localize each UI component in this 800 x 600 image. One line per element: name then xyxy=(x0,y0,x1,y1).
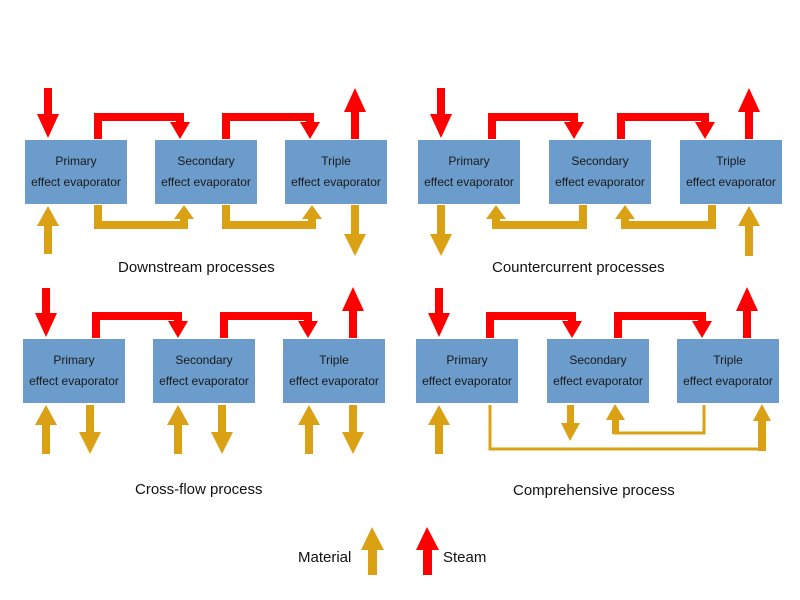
material-connector-arrow xyxy=(94,205,194,229)
material-up-arrow xyxy=(298,405,320,454)
box-line2: effect evaporator xyxy=(29,374,119,388)
box-line1: Triple xyxy=(319,353,349,367)
box-line2: effect evaporator xyxy=(422,374,512,388)
steam-up-arrow xyxy=(738,88,760,139)
box-line2: effect evaporator xyxy=(291,175,381,189)
steam-down-arrow xyxy=(37,88,59,138)
panel3-secondary-evaporator-box: Secondary effect evaporator xyxy=(153,339,255,403)
material-down-arrow xyxy=(561,405,580,441)
legend-material-label: Material xyxy=(298,549,352,566)
steam-connector-arrow xyxy=(617,113,715,139)
box-line1: Secondary xyxy=(175,353,233,367)
box-line2: effect evaporator xyxy=(424,175,514,189)
panel4-secondary-evaporator-box: Secondary effect evaporator xyxy=(547,339,649,403)
box-line1: Secondary xyxy=(569,353,627,367)
steam-down-arrow xyxy=(35,288,57,337)
steam-connector-arrow xyxy=(92,312,188,338)
steam-connector-arrow xyxy=(488,113,584,139)
steam-connector-arrow xyxy=(614,312,712,338)
panel1-triple-evaporator-box: Triple effect evaporator xyxy=(285,140,387,204)
material-down-arrow xyxy=(79,405,101,454)
steam-connector-arrow xyxy=(222,113,320,139)
steam-up-arrow xyxy=(344,88,366,139)
box-line2: effect evaporator xyxy=(161,175,251,189)
steam-down-arrow xyxy=(430,88,452,138)
material-down-arrow xyxy=(211,405,233,454)
material-up-arrow xyxy=(428,405,450,454)
material-up-arrow xyxy=(37,206,59,254)
steam-legend-arrow-icon xyxy=(416,527,439,575)
panel3-triple-evaporator-box: Triple effect evaporator xyxy=(283,339,385,403)
panel3-primary-evaporator-box: Primary effect evaporator xyxy=(23,339,125,403)
panel1-secondary-evaporator-box: Secondary effect evaporator xyxy=(155,140,257,204)
material-down-arrow xyxy=(342,405,364,454)
box-line2: effect evaporator xyxy=(686,175,776,189)
material-legend-arrow-icon xyxy=(361,527,384,575)
material-down-arrow xyxy=(344,205,366,256)
legend-steam-label: Steam xyxy=(443,549,487,566)
box-line1: Triple xyxy=(321,154,351,168)
box-line2: effect evaporator xyxy=(553,374,643,388)
box-line1: Primary xyxy=(446,353,488,367)
panel1-caption: Downstream processes xyxy=(118,259,275,276)
box-line1: Triple xyxy=(713,353,743,367)
panel3-caption: Cross-flow process xyxy=(135,481,263,498)
steam-connector-arrow xyxy=(220,312,318,338)
box-line1: Primary xyxy=(53,353,95,367)
box-line1: Primary xyxy=(448,154,490,168)
material-connector-arrow xyxy=(606,404,706,435)
box-line2: effect evaporator xyxy=(159,374,249,388)
material-connector-arrow xyxy=(222,205,322,229)
box-line2: effect evaporator xyxy=(555,175,645,189)
material-up-arrow xyxy=(35,405,57,454)
steam-connector-arrow xyxy=(486,312,582,338)
steam-up-arrow xyxy=(736,287,758,338)
panel2-caption: Countercurrent processes xyxy=(492,259,665,276)
box-line1: Secondary xyxy=(571,154,629,168)
panel4-primary-evaporator-box: Primary effect evaporator xyxy=(416,339,518,403)
box-line1: Secondary xyxy=(177,154,235,168)
steam-up-arrow xyxy=(342,287,364,338)
steam-down-arrow xyxy=(428,288,450,337)
panel4-triple-evaporator-box: Triple effect evaporator xyxy=(677,339,779,403)
material-up-arrow xyxy=(167,405,189,454)
panel1-primary-evaporator-box: Primary effect evaporator xyxy=(25,140,127,204)
box-line2: effect evaporator xyxy=(289,374,379,388)
material-down-arrow xyxy=(430,205,452,256)
material-connector-arrow xyxy=(486,205,587,229)
panel2-secondary-evaporator-box: Secondary effect evaporator xyxy=(549,140,651,204)
box-line2: effect evaporator xyxy=(683,374,773,388)
panel2-triple-evaporator-box: Triple effect evaporator xyxy=(680,140,782,204)
box-line1: Primary xyxy=(55,154,97,168)
panel2-primary-evaporator-box: Primary effect evaporator xyxy=(418,140,520,204)
material-up-arrow xyxy=(738,206,760,256)
steam-connector-arrow xyxy=(94,113,190,139)
material-bypass-line-arrow xyxy=(488,404,771,451)
box-line1: Triple xyxy=(716,154,746,168)
panel4-caption: Comprehensive process xyxy=(513,482,675,499)
box-line2: effect evaporator xyxy=(31,175,121,189)
material-connector-arrow xyxy=(615,205,716,229)
